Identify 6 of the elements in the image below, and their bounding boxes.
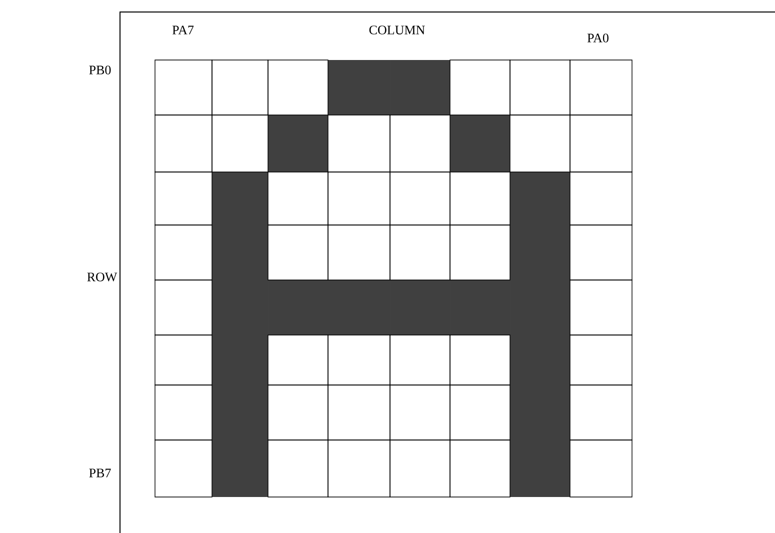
port-label: PB0: [89, 66, 111, 74]
port-label: PB7: [89, 468, 111, 478]
port-label: PA7: [172, 26, 194, 34]
axis-label: ROW: [87, 272, 118, 282]
port-label: PA0: [587, 34, 608, 42]
axis-label: COLUMN: [369, 26, 425, 34]
